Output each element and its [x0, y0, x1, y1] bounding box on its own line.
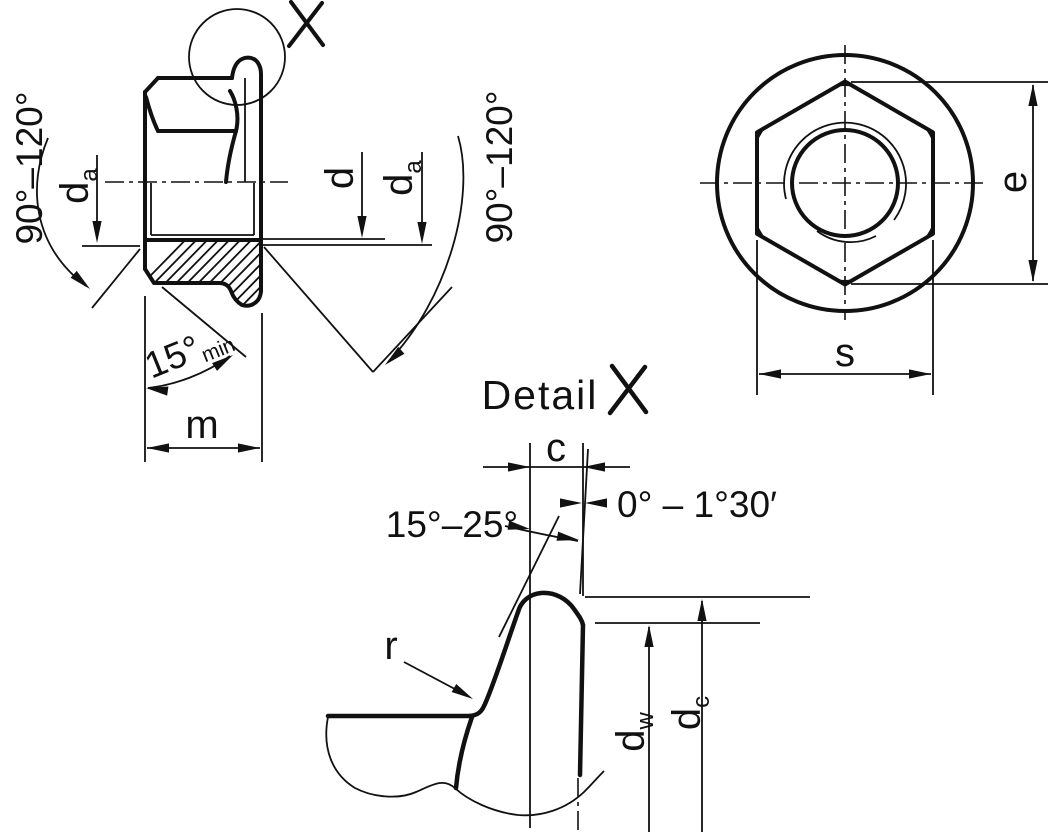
section-bottom-profile — [143, 267, 263, 308]
angle-arc-right — [387, 135, 465, 363]
flange-tip-arc — [515, 590, 586, 628]
label-m: m — [185, 403, 218, 447]
nut-top-left-chamfer — [143, 76, 160, 94]
break-line — [325, 716, 605, 817]
label-s: s — [835, 331, 855, 375]
flange-cone-extension-line — [161, 286, 247, 358]
top-view: e s — [700, 45, 1048, 395]
chamfer-circle-arcs — [757, 82, 933, 284]
thread-arc — [783, 121, 907, 221]
flange-cone-curve — [228, 89, 240, 133]
label-15min: 15°min — [139, 315, 238, 389]
label-dc: dc — [665, 696, 715, 730]
bore-circle — [790, 128, 900, 238]
section-view: 90°–120° 90°–120° da d da 15°min m — [9, 0, 520, 462]
label-da-right: da — [377, 160, 427, 196]
hexagon — [755, 79, 935, 287]
hex-face-arc-upper — [144, 95, 160, 133]
label-draft-angle: 0° – 1°30′ — [617, 484, 777, 525]
countersink-flank-right-2 — [372, 286, 453, 373]
label-cone-angle: 15°–25° — [386, 504, 518, 545]
label-d: d — [318, 167, 362, 189]
flange-cone-flank — [325, 609, 521, 719]
angle-arc-left — [36, 137, 87, 287]
countersink-flank-right-1 — [263, 246, 374, 373]
label-angle-right: 90°–120° — [479, 90, 520, 243]
section-hatching — [146, 241, 260, 306]
detail-view: Detail c 0° – 1°30′ 15°–25° r — [325, 363, 810, 832]
label-dw: dw — [609, 712, 659, 752]
detail-circle — [188, 8, 286, 106]
thread-runout-arc — [816, 230, 877, 244]
detail-ref-x-mark — [287, 0, 325, 48]
hex-face-arc-lower — [224, 129, 238, 184]
draft-line — [579, 448, 589, 595]
label-c: c — [546, 426, 566, 470]
label-da-left: da — [53, 168, 103, 204]
label-angle-left: 90°–120° — [9, 91, 50, 244]
flange-bearing-edge — [577, 622, 586, 778]
flange-lower-flank — [453, 714, 475, 791]
label-e: e — [991, 171, 1035, 193]
label-r: r — [384, 624, 397, 668]
flange-lobe-and-bearing-edge — [230, 55, 263, 293]
detail-title-x-mark — [607, 363, 649, 416]
countersink-flank-left — [91, 248, 141, 309]
detail-title: Detail — [482, 372, 599, 418]
flange-circle — [715, 53, 975, 313]
